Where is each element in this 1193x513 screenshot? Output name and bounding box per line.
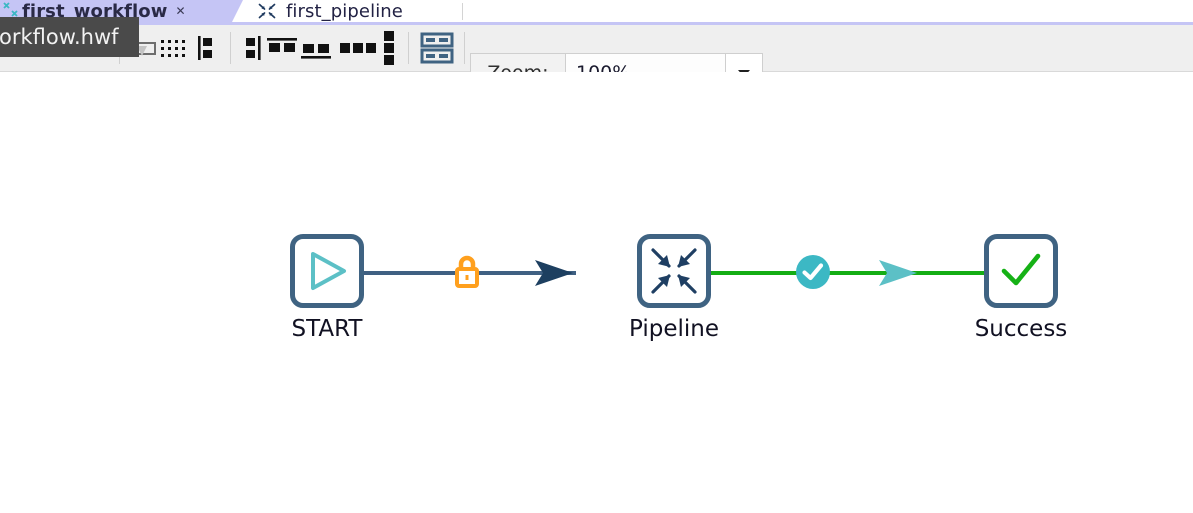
toolbar-button-layout-rows[interactable] — [416, 30, 458, 66]
hop-arrowhead-teal — [877, 258, 919, 292]
tab-first-workflow[interactable]: first_workflow ✕ — [0, 0, 243, 22]
close-icon[interactable]: ✕ — [175, 4, 186, 18]
align-top-icon — [267, 38, 297, 52]
node-box[interactable] — [637, 234, 711, 308]
toolbar-button-menu-caret[interactable] — [130, 35, 154, 71]
align-bottom-icon — [301, 44, 331, 59]
pipeline-converge-icon — [651, 248, 697, 294]
node-label: START — [291, 316, 363, 342]
tab-first-pipeline[interactable]: first_pipeline — [243, 0, 463, 22]
toolbar-button-align-left[interactable] — [192, 30, 222, 66]
toolbar-button-align-bottom[interactable] — [296, 30, 336, 66]
hop-arrowhead-blue — [533, 258, 575, 292]
distribute-horizontally-icon — [340, 43, 376, 53]
toolbar-divider — [464, 32, 465, 64]
node-label: Success — [974, 316, 1068, 342]
node-success[interactable]: Success — [975, 234, 1067, 342]
workflow-icon — [2, 1, 19, 18]
tab-strip-underline — [0, 22, 1193, 25]
lock-icon[interactable] — [452, 253, 482, 295]
align-right-icon — [246, 36, 261, 60]
tab-label: first_workflow — [22, 0, 168, 22]
tooltip-text: orkflow.hwf — [0, 25, 119, 49]
distribute-vertically-icon — [384, 31, 394, 65]
play-triangle-icon — [311, 252, 346, 290]
node-box[interactable] — [290, 234, 364, 308]
hop-pipeline-to-success[interactable] — [711, 271, 984, 275]
toolbar-button-align-top[interactable] — [262, 30, 302, 66]
toolbar-button-snap-to-grid[interactable] — [156, 30, 192, 66]
toolbar-button-distribute-vertically[interactable] — [376, 30, 402, 66]
node-pipeline[interactable]: Pipeline — [629, 234, 719, 342]
toolbar-divider — [230, 32, 231, 64]
toolbar-button-distribute-horizontally[interactable] — [336, 30, 380, 66]
check-circle-icon[interactable] — [795, 254, 831, 294]
align-snap-to-grid-icon — [161, 40, 185, 57]
tab-label: first_pipeline — [286, 0, 403, 22]
green-check-icon — [1001, 253, 1041, 286]
align-left-icon — [198, 36, 212, 60]
toolbar-button-align-right[interactable] — [238, 30, 268, 66]
workflow-toolbar: Zoom: 100% — [0, 25, 1193, 93]
file-path-tooltip: orkflow.hwf — [0, 17, 139, 57]
toolbar-divider — [408, 32, 409, 64]
pipeline-icon — [257, 2, 277, 20]
workflow-canvas[interactable]: START — [0, 72, 1193, 513]
node-start[interactable]: START — [290, 234, 364, 342]
node-label: Pipeline — [628, 316, 720, 342]
editor-tab-strip: first_workflow ✕ first_ — [0, 0, 1193, 22]
tab-divider — [462, 3, 463, 20]
layout-rows-icon — [420, 32, 454, 64]
node-box[interactable] — [984, 234, 1058, 308]
